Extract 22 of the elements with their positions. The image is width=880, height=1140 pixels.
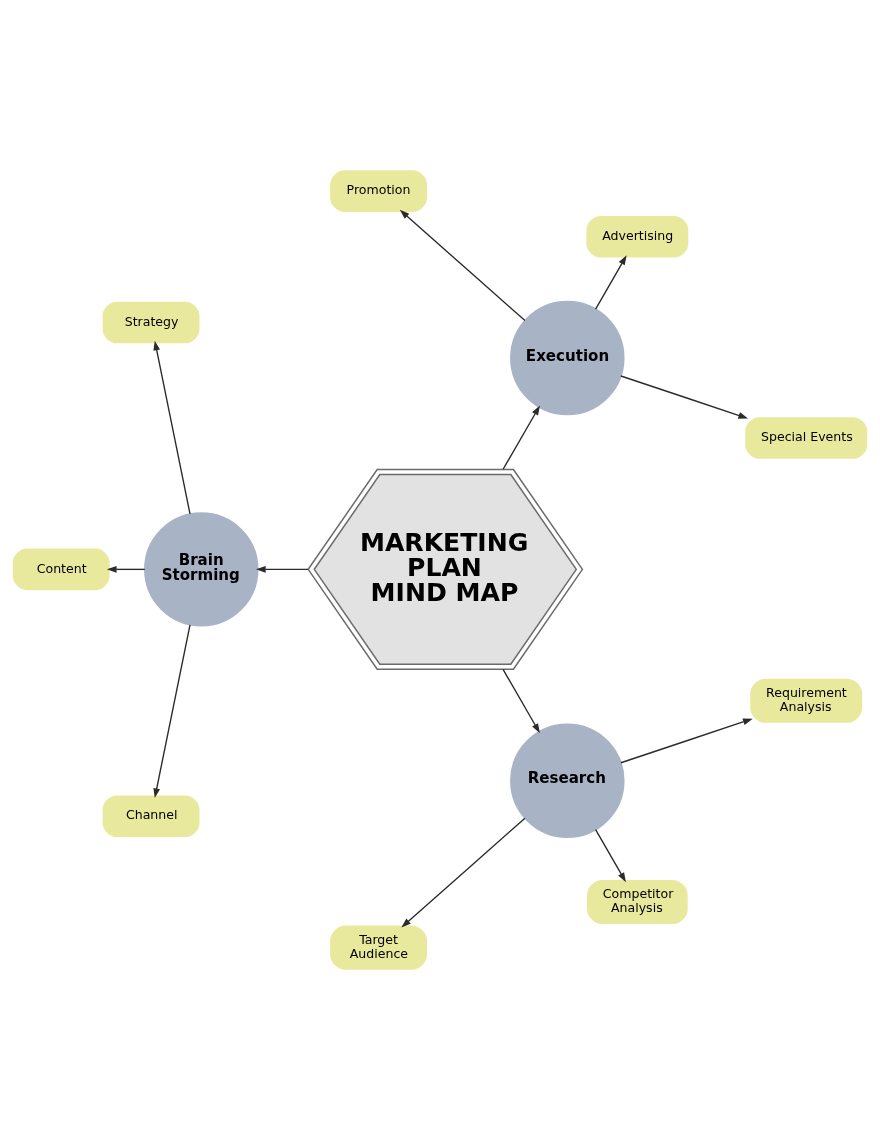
- node-box: Target Audience: [330, 925, 428, 970]
- node-circle: Brain Storming: [144, 512, 259, 627]
- arrow: [106, 565, 146, 573]
- node-box: Competitor Analysis: [587, 879, 688, 925]
- arrow: [255, 565, 309, 573]
- arrow: [502, 668, 540, 734]
- arrow: [153, 340, 191, 515]
- arrow: [620, 718, 753, 764]
- node-box: Requirement Analysis: [750, 678, 863, 723]
- arrow: [502, 405, 540, 470]
- node-box: Channel: [102, 795, 200, 838]
- arrow: [399, 209, 526, 322]
- arrow: [594, 829, 626, 883]
- node-box: Special Events: [745, 417, 868, 459]
- node-box: Strategy: [102, 301, 200, 344]
- arrow: [594, 255, 627, 310]
- arrow: [401, 817, 526, 928]
- arrow: [153, 624, 191, 799]
- node-box: Content: [12, 548, 110, 591]
- node-box: Advertising: [586, 215, 689, 258]
- node-box: Promotion: [330, 170, 428, 212]
- arrow: [620, 375, 749, 419]
